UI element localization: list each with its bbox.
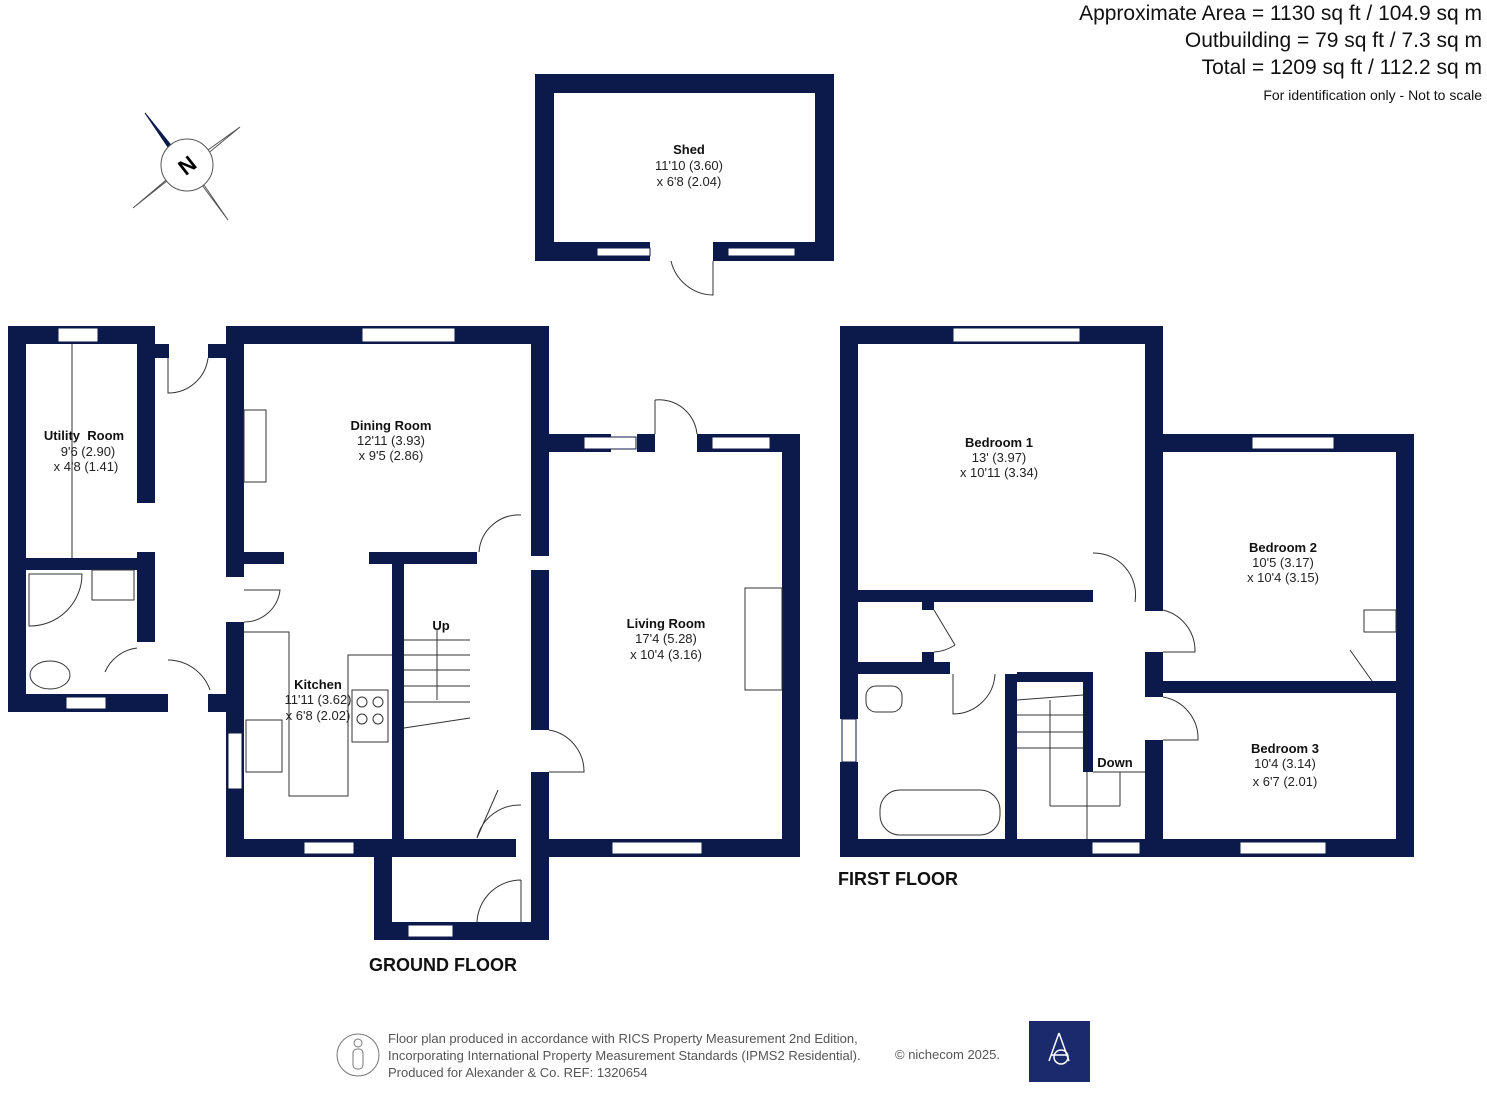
footer-line-3: Produced for Alexander & Co. REF: 132065… [388,1065,648,1080]
stairs-down-label: Down [1097,755,1132,770]
svg-text:Bedroom 3: Bedroom 3 [1251,741,1319,756]
ground-floor-label: GROUND FLOOR [369,955,517,975]
north-compass-icon: N [132,112,241,221]
first-floor-label: FIRST FLOOR [838,869,958,889]
svg-text:Bedroom 1: Bedroom 1 [965,435,1033,450]
total-area: Total = 1209 sq ft / 112.2 sq m [1201,56,1482,79]
stairs-up-label: Up [432,618,449,633]
room-living: Living Room 17'4 (5.28) x 10'4 (3.16) [627,616,706,662]
svg-text:9'6 (2.90): 9'6 (2.90) [61,444,116,459]
footer-text: Floor plan produced in accordance with R… [388,1030,861,1081]
room-bedroom-1: Bedroom 1 13' (3.97) x 10'11 (3.34) [960,435,1038,480]
svg-text:Bedroom 2: Bedroom 2 [1249,540,1317,555]
svg-text:Utility Room: Utility Room [44,428,124,443]
svg-text:x 4'8 (1.41): x 4'8 (1.41) [54,459,119,474]
svg-text:12'11 (3.93): 12'11 (3.93) [357,433,425,448]
svg-text:17'4 (5.28): 17'4 (5.28) [635,631,697,646]
first-floor-walls [840,326,1414,857]
svg-text:11'11 (3.62): 11'11 (3.62) [284,692,351,707]
room-kitchen: Kitchen 11'11 (3.62) x 6'8 (2.02) [284,677,351,723]
approximate-area: Approximate Area = 1130 sq ft / 104.9 sq… [1079,2,1482,25]
svg-text:x 10'4 (3.16): x 10'4 (3.16) [630,647,702,662]
svg-text:x 10'11 (3.34): x 10'11 (3.34) [960,465,1038,480]
scale-note: For identification only - Not to scale [1263,87,1482,103]
alexander-co-logo [1029,1021,1090,1082]
footer-line-1: Floor plan produced in accordance with R… [388,1031,858,1046]
room-bedroom-2: Bedroom 2 10'5 (3.17) x 10'4 (3.15) [1247,540,1319,585]
svg-text:Dining Room: Dining Room [351,418,432,433]
room-bedroom-3: Bedroom 3 10'4 (3.14) x 6'7 (2.01) [1251,741,1319,789]
shed-walls [535,74,834,296]
copyright: © nichecom 2025. [895,1047,1000,1062]
svg-text:13' (3.97): 13' (3.97) [972,450,1027,465]
person-info-icon [336,1033,380,1077]
svg-text:11'10 (3.60): 11'10 (3.60) [655,158,723,173]
svg-text:x 10'4 (3.15): x 10'4 (3.15) [1247,570,1319,585]
svg-text:x 6'8 (2.04): x 6'8 (2.04) [657,174,722,189]
area-summary: Approximate Area = 1130 sq ft / 104.9 sq… [1079,0,1482,103]
svg-text:10'4 (3.14): 10'4 (3.14) [1254,756,1316,771]
room-shed: Shed 11'10 (3.60) x 6'8 (2.04) [655,142,723,189]
svg-text:Living Room: Living Room [627,616,706,631]
svg-text:x 6'7 (2.01): x 6'7 (2.01) [1253,774,1318,789]
svg-text:x 9'5 (2.86): x 9'5 (2.86) [359,448,424,463]
ground-floor-walls [8,326,1001,940]
svg-text:10'5 (3.17): 10'5 (3.17) [1252,555,1314,570]
footer-line-2: Incorporating International Property Mea… [388,1048,861,1063]
svg-text:Kitchen: Kitchen [294,677,342,692]
svg-text:x 6'8 (2.02): x 6'8 (2.02) [286,708,351,723]
room-utility: Utility Room 9'6 (2.90) x 4'8 (1.41) [44,428,124,474]
svg-text:Shed: Shed [673,142,705,157]
room-dining: Dining Room 12'11 (3.93) x 9'5 (2.86) [351,418,432,463]
outbuilding-area: Outbuilding = 79 sq ft / 7.3 sq m [1184,29,1482,52]
